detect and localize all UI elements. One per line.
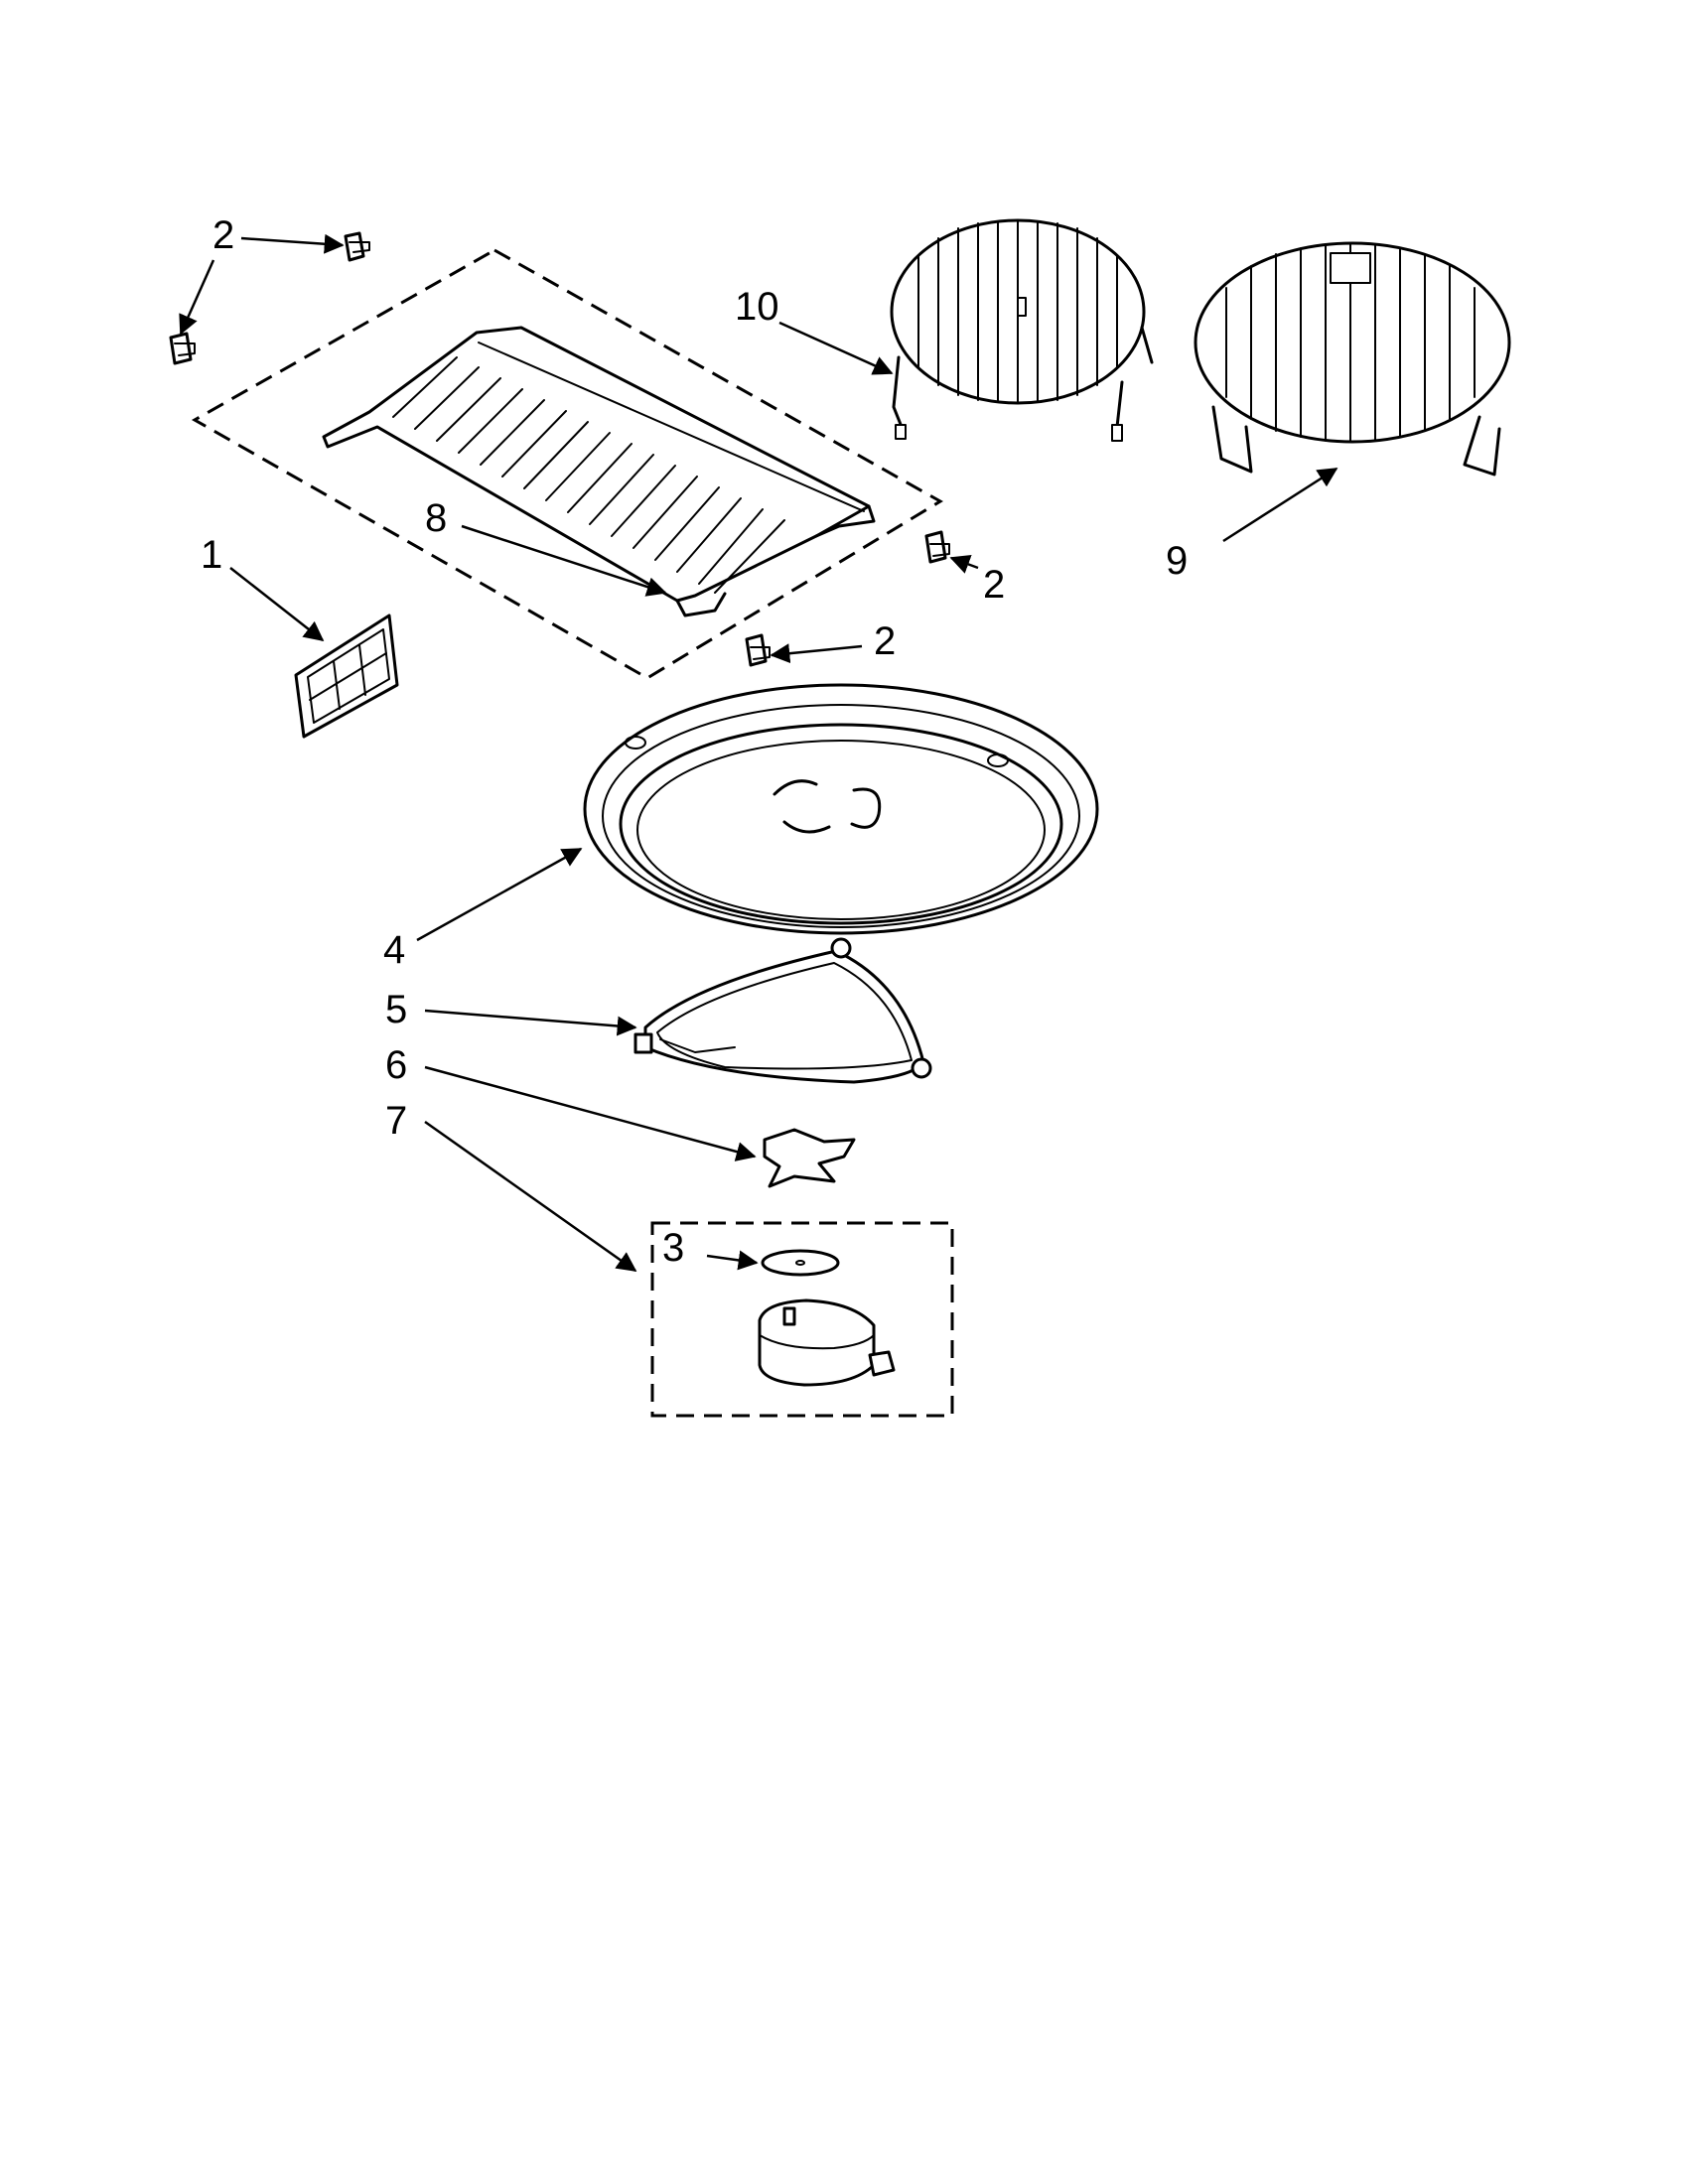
callout-6: 6 <box>385 1043 407 1087</box>
turntable-tray-icon <box>583 683 1099 935</box>
roller-ring-icon <box>633 937 932 1084</box>
clip-icon <box>169 332 196 365</box>
rack-group-box <box>191 248 943 680</box>
callout-4: 4 <box>383 928 405 972</box>
coupler-icon <box>763 1128 856 1188</box>
high-rack-icon <box>890 218 1154 442</box>
clip-icon <box>745 633 771 667</box>
motor-group-box <box>650 1221 954 1418</box>
clip-icon <box>924 530 950 564</box>
callout-5: 5 <box>385 988 407 1031</box>
motor-icon <box>758 1298 896 1387</box>
low-rack-icon <box>1194 241 1511 477</box>
filter-icon <box>294 614 399 739</box>
roasting-rack-icon <box>322 326 876 617</box>
clip-icon <box>344 231 370 262</box>
callout-7: 7 <box>385 1099 407 1143</box>
callout-1: 1 <box>201 533 222 577</box>
washer-icon <box>761 1249 840 1277</box>
callout-8: 8 <box>425 496 447 540</box>
callout-2a: 2 <box>212 213 234 257</box>
callout-10: 10 <box>735 285 779 329</box>
callout-9: 9 <box>1166 539 1188 583</box>
callout-2c: 2 <box>874 619 896 663</box>
callout-2b: 2 <box>983 563 1005 607</box>
callout-3: 3 <box>662 1226 684 1270</box>
